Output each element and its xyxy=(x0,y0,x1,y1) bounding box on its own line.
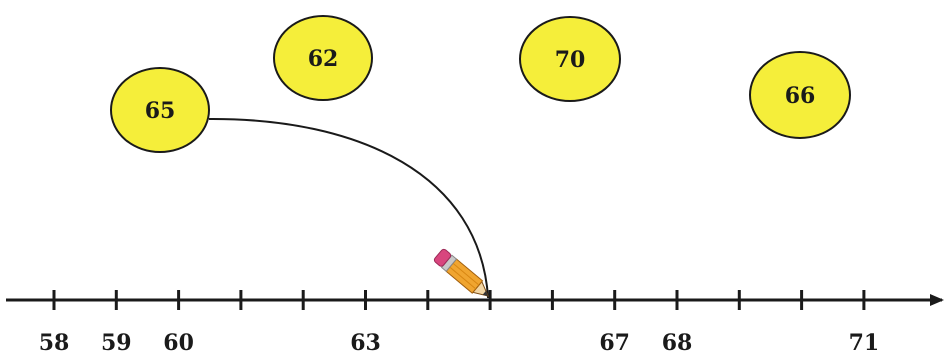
bubble-circle xyxy=(110,67,210,153)
tick-label: 59 xyxy=(101,330,132,356)
tick-label: 67 xyxy=(599,330,630,356)
bubble-circle xyxy=(749,51,851,139)
number-bubble-65: 65 xyxy=(110,67,210,153)
pencil-icon xyxy=(433,248,489,297)
bubble-label: 70 xyxy=(555,47,586,73)
tick-label: 71 xyxy=(849,330,880,356)
number-bubble-62: 62 xyxy=(273,15,373,101)
tick-label: 68 xyxy=(662,330,693,356)
bubble-label: 66 xyxy=(785,83,816,109)
bubble-circle xyxy=(273,15,373,101)
jump-arc xyxy=(208,117,490,299)
number-bubble-66: 66 xyxy=(749,51,851,139)
tick-label: 63 xyxy=(350,330,381,356)
tick-label: 60 xyxy=(163,330,194,356)
bubble-circle xyxy=(519,16,621,102)
bubble-label: 62 xyxy=(308,46,339,72)
number-bubble-70: 70 xyxy=(519,16,621,102)
tick-label: 58 xyxy=(39,330,70,356)
bubble-label: 65 xyxy=(145,98,176,124)
